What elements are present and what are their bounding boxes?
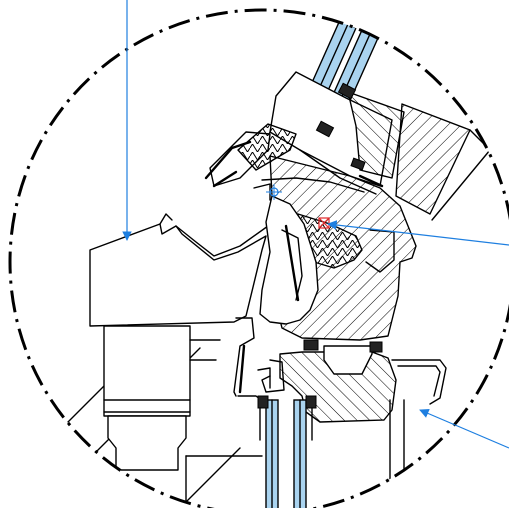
detail-contents	[19, 19, 491, 508]
sill-block	[89, 213, 269, 471]
leader-arrow-right-upper	[327, 220, 509, 246]
lower-glazing	[257, 395, 317, 508]
leader-arrow-right-lower	[419, 408, 509, 449]
leader-lines	[122, 0, 509, 449]
blue-reference-marker	[266, 184, 282, 200]
drip-sash	[233, 195, 319, 397]
detail-circle	[8, 8, 509, 508]
